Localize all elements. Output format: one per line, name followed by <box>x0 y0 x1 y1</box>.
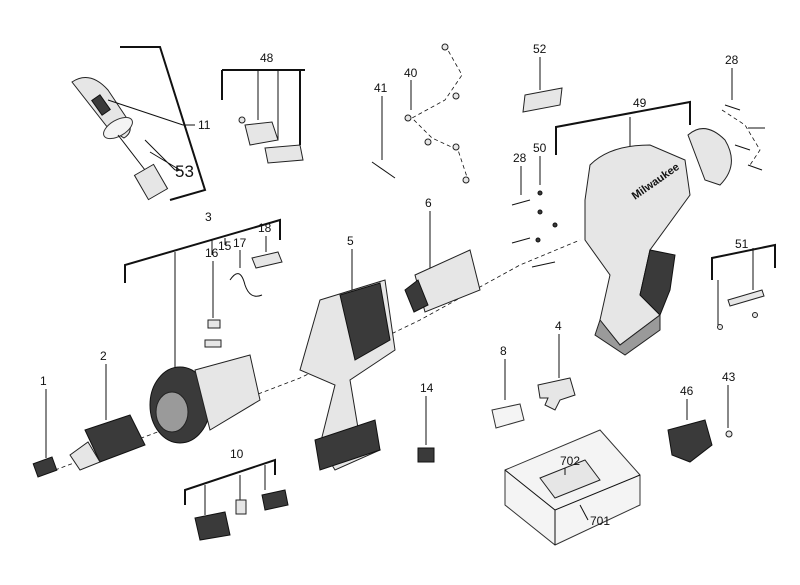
label-52: 52 <box>533 42 547 56</box>
screw-43 <box>725 430 733 438</box>
label-28-mid: 28 <box>513 151 527 165</box>
label-702: 702 <box>560 454 580 468</box>
armature-6 <box>404 249 481 313</box>
label-17: 17 <box>233 236 247 250</box>
screw-axis-28 <box>721 109 761 166</box>
bracket-49 <box>555 100 691 155</box>
label-48: 48 <box>260 51 274 65</box>
bracket-53 <box>144 139 182 171</box>
plate-8 <box>491 403 525 429</box>
label-701: 701 <box>590 514 610 528</box>
bracket-48 <box>221 69 305 145</box>
label-8: 8 <box>500 344 507 358</box>
label-53: 53 <box>175 162 194 181</box>
motor-housing-5 <box>299 279 396 471</box>
part-48-clips <box>238 116 304 164</box>
switch-4 <box>537 377 576 411</box>
label-43: 43 <box>722 370 736 384</box>
bracket-11 <box>120 46 207 201</box>
belt-clip-46 <box>667 419 713 463</box>
bracket-3 <box>124 218 281 283</box>
label-18: 18 <box>258 221 272 235</box>
part-51-clip <box>717 289 765 330</box>
label-41: 41 <box>374 81 388 95</box>
label-5: 5 <box>347 234 354 248</box>
housing-49: Milwaukee <box>584 128 732 356</box>
label-11: 11 <box>198 118 211 132</box>
gearbox-3 <box>149 354 261 444</box>
label-46: 46 <box>680 384 694 398</box>
parts-10 <box>194 489 289 541</box>
label-4: 4 <box>555 319 562 333</box>
label-10: 10 <box>230 447 244 461</box>
label-2: 2 <box>100 349 107 363</box>
side-handle-part <box>71 77 169 201</box>
rod-41 <box>371 161 396 179</box>
label-40: 40 <box>404 66 418 80</box>
bracket-51 <box>711 243 776 280</box>
label-51: 51 <box>735 237 749 251</box>
bracket-10 <box>184 458 276 505</box>
label-1: 1 <box>40 374 47 388</box>
screws-40 <box>404 43 470 184</box>
label-49: 49 <box>633 96 647 110</box>
label-50: 50 <box>533 141 547 155</box>
screws-28-50 <box>511 190 558 268</box>
label-16: 16 <box>205 246 219 260</box>
label-28-top: 28 <box>725 53 739 67</box>
label-sticker-52 <box>522 87 563 113</box>
label-15: 15 <box>218 239 232 253</box>
label-3: 3 <box>205 210 212 224</box>
label-6: 6 <box>425 196 432 210</box>
screw-axis-40 <box>411 44 469 181</box>
chuck-2 <box>69 414 146 471</box>
chuck-screw-1 <box>32 456 58 478</box>
label-14: 14 <box>420 381 434 395</box>
carry-case <box>504 429 641 546</box>
spring-14 <box>417 447 435 463</box>
parts-15-18 <box>204 251 283 348</box>
screws-28-top <box>724 104 765 171</box>
